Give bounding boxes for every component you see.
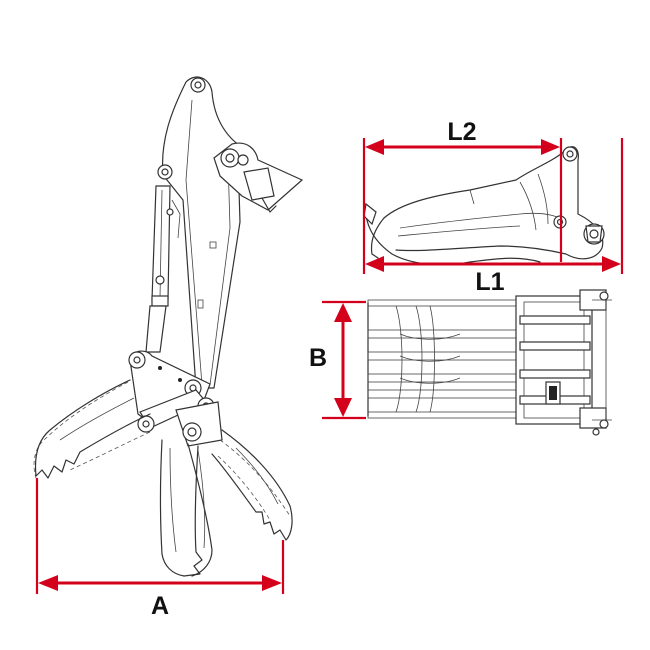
grapple-top-view	[367, 289, 612, 436]
dimension-a: A	[35, 478, 285, 620]
dimension-l1: L1	[365, 138, 624, 296]
dimension-b: B	[309, 300, 366, 420]
dimension-b-label: B	[309, 344, 327, 372]
dimension-a-label: A	[151, 592, 169, 620]
grapple-side-view	[33, 76, 304, 577]
dimension-l2-label: L2	[447, 118, 476, 146]
dimension-l2: L2	[362, 118, 563, 274]
dimension-l1-label: L1	[475, 268, 504, 296]
grapple-side-profile	[363, 146, 605, 266]
